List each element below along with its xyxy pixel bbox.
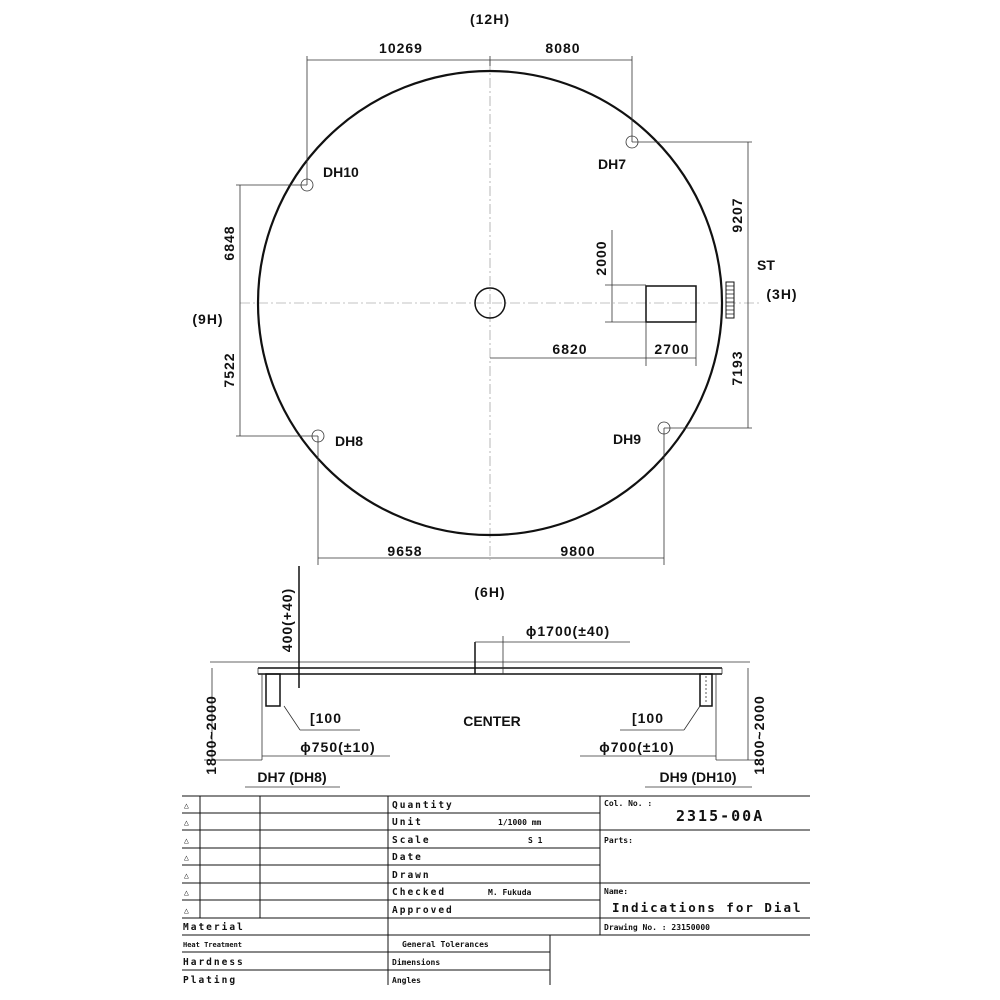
- clock-6-label: (6H): [474, 584, 505, 600]
- tb-approved: Approved: [392, 905, 454, 916]
- section-center-diameter: ϕ1700(±40): [526, 623, 610, 639]
- hole-dh10-label: DH10: [323, 164, 359, 180]
- tb-drawn: Drawn: [392, 870, 431, 881]
- dim-bottom-right: 9800: [560, 543, 595, 559]
- tb-scale: Scale: [392, 835, 431, 846]
- section-right-diameter: ϕ700(±10): [599, 739, 674, 755]
- st-label: ST: [757, 257, 775, 273]
- dim-lines-right: [632, 141, 752, 429]
- clock-9-label: (9H): [192, 311, 223, 327]
- section-left-diameter: ϕ750(±10): [300, 739, 375, 755]
- dim-lines-left: [236, 184, 318, 437]
- hole-dh8-label: DH8: [335, 433, 363, 449]
- dim-st-height: 2000: [593, 240, 609, 275]
- tb-quantity: Quantity: [392, 800, 454, 811]
- section-center-label: CENTER: [463, 713, 521, 729]
- tb-heat-treatment: Heat Treatment: [183, 941, 242, 949]
- section-view: 400(+40) ϕ1700(±40) CENTER [100 [100 ϕ75…: [203, 566, 767, 788]
- svg-text:△: △: [184, 801, 189, 810]
- center-hole: [474, 287, 506, 319]
- plan-view: (12H) (3H) (6H) (9H) ST DH10 DH7 DH8 DH9…: [192, 11, 797, 600]
- dial-outline: [256, 69, 724, 537]
- tb-unit: Unit: [392, 817, 423, 828]
- dim-st-offset: 6820: [552, 341, 587, 357]
- tb-drawing-no: Drawing No. : 23150000: [604, 922, 710, 932]
- hole-dh7-label: DH7: [598, 156, 626, 172]
- dim-st-width: 2700: [654, 341, 689, 357]
- dim-left-upper: 6848: [221, 225, 237, 260]
- clock-12-label: (12H): [470, 11, 510, 27]
- svg-text:△: △: [184, 871, 189, 880]
- tb-col-no: Col. No. :: [604, 799, 652, 808]
- dim-top-right: 8080: [545, 40, 580, 56]
- st-ticks: [725, 281, 735, 319]
- tb-name: Name:: [604, 887, 628, 896]
- st-block: [645, 285, 697, 323]
- title-block: △ △ △ △ △ △ △ Quantity Unit 1/1000 mm Sc…: [182, 795, 810, 986]
- tb-checked: Checked: [392, 887, 446, 898]
- tb-hardness: Hardness: [183, 957, 245, 968]
- section-left-height: 1800~2000: [203, 695, 219, 774]
- section-left-channel: [100: [310, 710, 342, 726]
- section-right-label: DH9 (DH10): [659, 769, 736, 785]
- dim-bottom-left: 9658: [387, 543, 422, 559]
- svg-text:△: △: [184, 818, 189, 827]
- tb-date: Date: [392, 852, 423, 863]
- tb-name-value: Indications for Dial: [612, 900, 803, 915]
- tb-checked-value: M. Fukuda: [488, 888, 532, 897]
- revision-table: [182, 795, 810, 985]
- revision-markers: △ △ △ △ △ △ △: [184, 801, 189, 915]
- tb-scale-value: S 1: [528, 836, 543, 845]
- tb-unit-value: 1/1000 mm: [498, 818, 542, 827]
- tb-dimensions: Dimensions: [392, 957, 440, 967]
- dim-lines-bottom: [317, 428, 665, 565]
- dim-top-left: 10269: [379, 40, 423, 56]
- hole-dh9-label: DH9: [613, 431, 641, 447]
- dim-left-lower: 7522: [221, 352, 237, 387]
- section-left-label: DH7 (DH8): [257, 769, 326, 785]
- section-right-channel: [100: [632, 710, 664, 726]
- section-right-height: 1800~2000: [751, 695, 767, 774]
- dim-lines-st: [490, 230, 697, 366]
- dim-lines-top: [306, 56, 633, 185]
- svg-text:△: △: [184, 906, 189, 915]
- svg-text:△: △: [184, 853, 189, 862]
- tb-col-no-value: 2315-00A: [676, 807, 764, 825]
- clock-3-label: (3H): [766, 286, 797, 302]
- tb-parts: Parts:: [604, 836, 633, 845]
- section-height-dim: 400(+40): [279, 588, 295, 652]
- dim-right-lower: 7193: [729, 350, 745, 385]
- tb-material: Material: [183, 922, 245, 933]
- dim-right-upper: 9207: [729, 197, 745, 232]
- tb-angles: Angles: [392, 976, 421, 985]
- svg-text:△: △: [184, 836, 189, 845]
- tb-plating: Plating: [183, 975, 237, 986]
- tb-general-tolerances: General Tolerances: [402, 940, 489, 949]
- svg-text:△: △: [184, 888, 189, 897]
